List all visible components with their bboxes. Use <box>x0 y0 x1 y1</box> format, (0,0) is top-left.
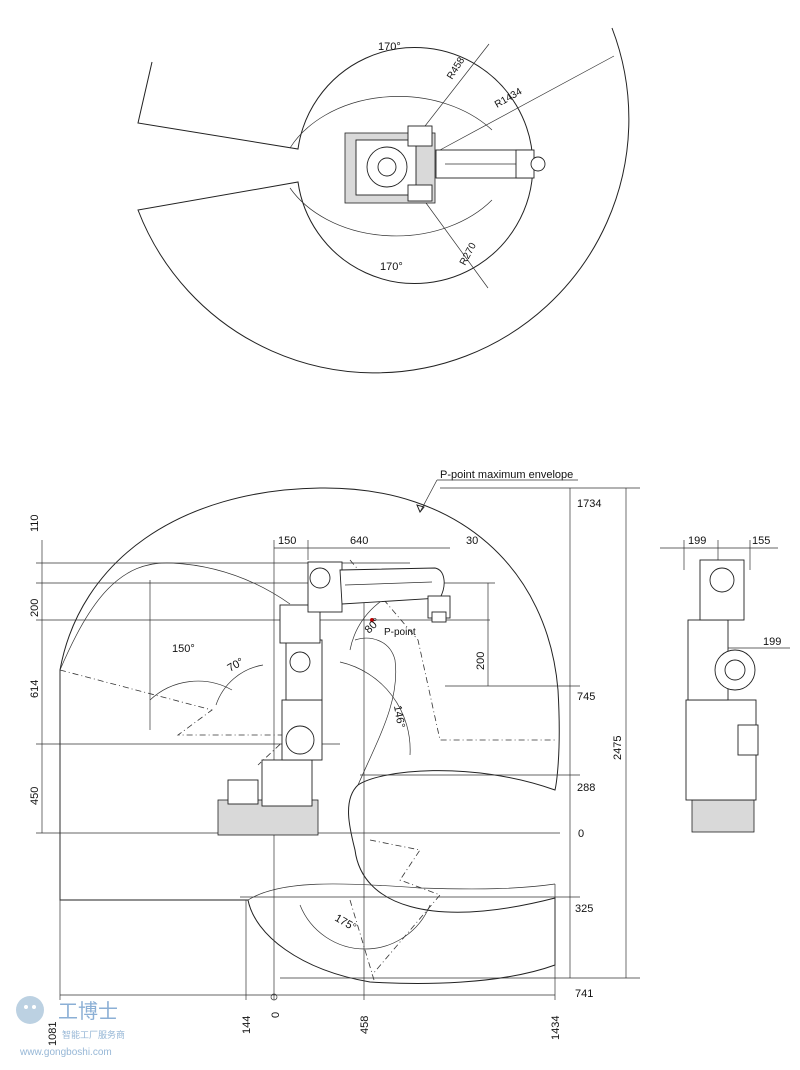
top-angle-arc-lower <box>289 187 493 237</box>
p-point-marker <box>370 618 374 622</box>
angle-arc-175 <box>299 904 431 950</box>
side-robot-arm <box>339 567 451 623</box>
angle-150-label: 150° <box>172 643 195 655</box>
right-dim-288: 288 <box>577 782 595 794</box>
envelope-label: P-point maximum envelope <box>440 469 573 481</box>
angle-arc-146 <box>339 661 411 756</box>
dim-top-640: 640 <box>350 535 368 547</box>
angle-80-label: 80° <box>363 616 383 636</box>
right-dim-1734: 1734 <box>577 498 601 510</box>
top-view: 170° 170° R458 R1434 R270 <box>137 27 630 374</box>
side-robot-body <box>217 561 343 836</box>
left-dim-614: 614 <box>29 680 41 698</box>
left-dim-450: 450 <box>29 787 41 805</box>
front-robot-body <box>685 559 759 833</box>
left-dim-110: 110 <box>29 514 41 532</box>
top-robot-body <box>344 125 436 204</box>
r458-label: R458 <box>445 55 467 81</box>
right-dim-745: 745 <box>577 691 595 703</box>
watermark-url: www.gongboshi.com <box>19 1047 112 1058</box>
front-dim-199-right: 199 <box>763 636 781 648</box>
right-dim-741: 741 <box>575 988 593 1000</box>
side-view: P-point maximum envelope <box>29 469 640 1046</box>
watermark-brand: 工博士 <box>58 999 118 1023</box>
watermark-subtitle: 智能工厂服务商 <box>62 1029 125 1041</box>
watermark-robot-icon <box>16 996 44 1024</box>
front-view: 199 155 199 <box>660 535 790 833</box>
bottom-dim-1434: 1434 <box>550 1016 562 1040</box>
r1434-leader <box>439 55 615 151</box>
top-robot-arm <box>435 149 546 179</box>
top-outer-envelope <box>137 27 630 374</box>
bottom-dim-144: 144 <box>241 1016 253 1034</box>
dim-top-150: 150 <box>278 535 296 547</box>
bottom-dim-458: 458 <box>359 1016 371 1034</box>
top-angle-upper-label: 170° <box>378 41 401 53</box>
front-dim-155: 155 <box>752 535 770 547</box>
r458-leader <box>417 43 490 136</box>
bottom-dim-0: 0 <box>270 1012 282 1018</box>
top-angle-lower-label: 170° <box>380 261 403 273</box>
angle-arc-70 <box>215 664 264 706</box>
front-dim-199-top: 199 <box>688 535 706 547</box>
right-dim-0: 0 <box>578 828 584 840</box>
dim-top-30: 30 <box>466 535 478 547</box>
top-angle-arc-upper <box>289 96 493 149</box>
bottom-dim-1081: 1081 <box>47 1022 59 1046</box>
left-dim-200: 200 <box>29 599 41 617</box>
total-height-2475: 2475 <box>612 736 624 760</box>
p-point-label: P-point <box>384 627 416 638</box>
dim-arm-200: 200 <box>475 652 487 670</box>
r270-label: R270 <box>458 241 479 268</box>
watermark: 工博士 智能工厂服务商 www.gongboshi.com <box>16 996 125 1058</box>
angle-146-label: 146° <box>391 704 407 729</box>
right-dim-325: 325 <box>575 903 593 915</box>
angle-arc-150 <box>149 680 233 701</box>
r270-leader <box>417 191 489 289</box>
